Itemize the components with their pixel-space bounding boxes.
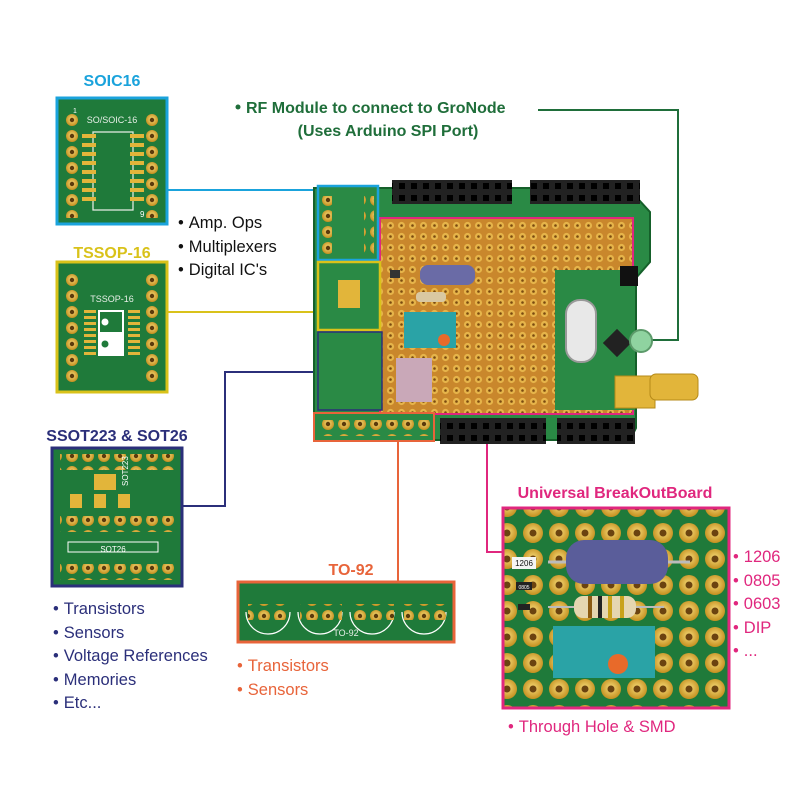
list-item: Digital IC's xyxy=(178,259,277,283)
list-item: Voltage References xyxy=(53,645,208,669)
breakout-connector-line xyxy=(486,395,502,553)
list-item: Transistors xyxy=(237,655,329,679)
soic16-title: SOIC16 xyxy=(84,73,141,90)
rf-title-line2: (Uses Arduino SPI Port) xyxy=(298,123,479,140)
ic-uses-list: Amp. Ops Multiplexers Digital IC's xyxy=(178,212,277,283)
list-item: 0805 xyxy=(733,570,781,594)
breakout-title: Universal BreakOutBoard xyxy=(518,485,713,502)
ssot-connector-line xyxy=(182,371,318,507)
through-hole-note: Through Hole & SMD xyxy=(508,716,676,740)
breakout-resistor-big xyxy=(566,540,668,584)
package-sizes-list: 1206 0805 0603 DIP ... xyxy=(733,546,781,664)
shield-ssot-breakout xyxy=(317,331,383,411)
arduino-shield-board xyxy=(313,180,699,444)
tssop16-board: TSSOP-16 xyxy=(55,260,169,394)
list-item: Memories xyxy=(53,669,208,693)
top-header-right xyxy=(530,180,640,204)
breakout-trimmer xyxy=(553,626,655,678)
tssop-silk-label: TSSOP-16 xyxy=(90,294,134,304)
to92-silk-label: TO-92 xyxy=(333,628,358,638)
tssop16-title: TSSOP-16 xyxy=(73,245,150,262)
resistor-small xyxy=(416,292,446,302)
list-item: Sensors xyxy=(53,622,208,646)
sma-antenna-connector xyxy=(649,373,699,401)
list-item: Multiplexers xyxy=(178,236,277,260)
list-item: Amp. Ops xyxy=(178,212,277,236)
top-header-left xyxy=(392,180,512,204)
list-item: Etc... xyxy=(53,692,208,716)
rf-bullet xyxy=(235,104,241,110)
breakout-resistor-small xyxy=(574,596,636,618)
rf-title-line1: RF Module to connect to GroNode xyxy=(246,100,506,117)
to92-uses-list: Transistors Sensors xyxy=(237,655,329,702)
list-item: Transistors xyxy=(53,598,208,622)
svg-text:1: 1 xyxy=(73,108,77,115)
rf-highlight-circle xyxy=(629,329,653,353)
rf-connector-line xyxy=(538,109,679,341)
to92-board: TO-92 xyxy=(236,580,456,644)
sot223-silk-label: SOT223 xyxy=(121,456,130,486)
list-item: Sensors xyxy=(237,679,329,703)
ssot-sot26-board: SOT223 SOT26 xyxy=(50,446,184,588)
ssot-title: SSOT223 & SOT26 xyxy=(46,428,187,445)
svg-text:0805: 0805 xyxy=(518,585,529,591)
ssot-uses-list: Transistors Sensors Voltage References M… xyxy=(53,598,208,716)
soic16-board: SO/SOIC-16 1 9 xyxy=(55,96,169,226)
universal-breakout-board: 1206 0805 xyxy=(501,506,731,710)
list-item: 0603 xyxy=(733,593,781,617)
svg-text:9: 9 xyxy=(140,210,145,219)
through-hole-label: Through Hole & SMD xyxy=(508,716,676,740)
crystal xyxy=(565,299,597,363)
resistor-big xyxy=(420,265,475,285)
rf-chip xyxy=(602,328,632,358)
bottom-header-left xyxy=(440,418,546,444)
dip-socket xyxy=(396,358,432,402)
list-item: 1206 xyxy=(733,546,781,570)
to92-title: TO-92 xyxy=(328,562,373,579)
bottom-header-right xyxy=(557,418,635,444)
sot26-silk-label: SOT26 xyxy=(100,545,126,554)
list-item: DIP xyxy=(733,617,781,641)
smd-1206-label: 1206 xyxy=(515,559,533,568)
list-item: ... xyxy=(733,640,781,664)
soic-silk-label: SO/SOIC-16 xyxy=(87,115,138,125)
